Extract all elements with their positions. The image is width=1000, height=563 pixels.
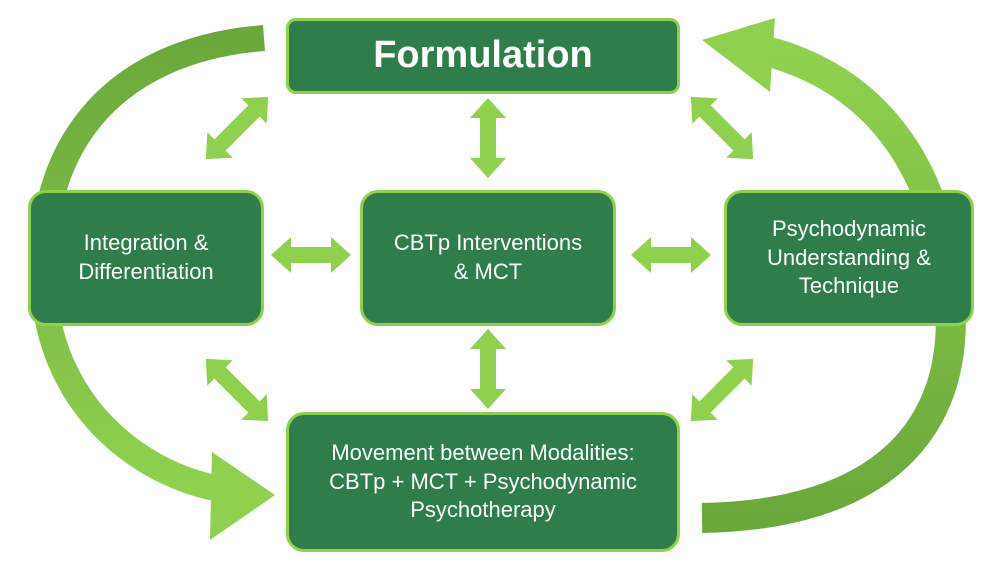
arrow-psychodynamic-movement xyxy=(690,358,754,422)
cbtp-interventions-label: CBTp Interventions & MCT xyxy=(393,230,583,284)
arrow-integration-cbtp xyxy=(271,237,351,273)
formulation-label: Formulation xyxy=(373,34,593,77)
arrow-formulation-cbtp xyxy=(470,98,506,178)
arrow-cbtp-psychodynamic xyxy=(631,237,711,273)
arrow-formulation-psychodynamic xyxy=(690,96,754,160)
psychodynamic-box: Psychodynamic Understanding & Technique xyxy=(724,190,974,326)
movement-modalities-box: Movement between Modalities: CBTp + MCT … xyxy=(286,412,680,552)
integration-differentiation-box: Integration & Differentiation xyxy=(28,190,264,326)
arrow-formulation-integration xyxy=(205,96,269,160)
integration-differentiation-label: Integration & Differentiation xyxy=(78,230,214,284)
arrow-integration-movement xyxy=(205,358,269,422)
cbtp-interventions-box: CBTp Interventions & MCT xyxy=(360,190,616,326)
arrow-cbtp-movement xyxy=(470,329,506,409)
movement-modalities-label: Movement between Modalities: CBTp + MCT … xyxy=(329,440,637,523)
psychodynamic-label: Psychodynamic Understanding & Technique xyxy=(767,216,931,299)
formulation-box: Formulation xyxy=(286,18,680,94)
